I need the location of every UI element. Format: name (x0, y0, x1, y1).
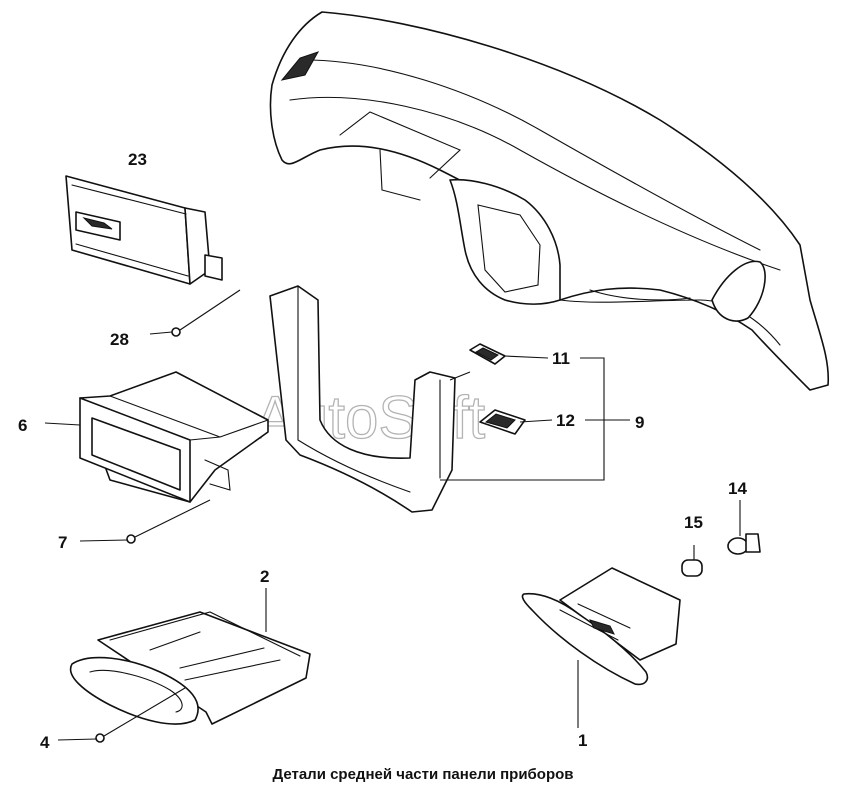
instrument-panel (269, 11, 830, 391)
callout-28: 28 (110, 330, 129, 349)
callout-14: 14 (728, 479, 747, 498)
part-14-socket (727, 500, 761, 555)
callout-12: 12 (556, 411, 575, 430)
callout-15: 15 (684, 513, 703, 532)
figure-caption: Детали средней части панели приборов (272, 766, 574, 783)
part-15-bulb (681, 545, 703, 577)
center-console-frame (269, 285, 630, 513)
callout-9: 9 (635, 413, 644, 432)
callout-7: 7 (58, 533, 67, 552)
callout-1: 1 (578, 731, 587, 750)
callout-11: 11 (552, 349, 570, 368)
part-7-screw (79, 499, 211, 544)
part-1-glove-box (521, 567, 681, 728)
part-6-housing (44, 371, 269, 503)
callout-23: 23 (128, 150, 147, 169)
part-4-screw (57, 687, 186, 743)
part-23-radio-bezel (65, 175, 223, 285)
part-28-screw (149, 289, 241, 337)
part-2-tray (69, 588, 311, 725)
callout-2: 2 (260, 567, 269, 586)
callout-6: 6 (18, 416, 27, 435)
callout-4: 4 (40, 733, 50, 752)
